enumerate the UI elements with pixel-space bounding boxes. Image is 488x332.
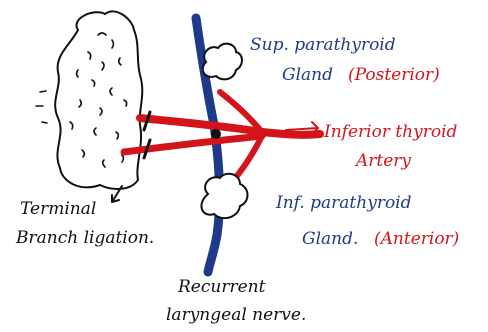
inferior-parathyroid-gland <box>201 174 247 218</box>
superior-parathyroid-gland <box>203 44 242 80</box>
label-inf-parathyroid-line1: Inf. parathyroid <box>275 193 412 213</box>
label-recurrent-line2: laryngeal nerve. <box>166 305 306 325</box>
label-inf-parathyroid-line2: Gland. <box>302 229 358 249</box>
thyroid-texture <box>36 33 127 167</box>
label-recurrent-line1: Recurrent <box>177 277 266 297</box>
thyroid-lobe <box>55 11 142 189</box>
label-sup-parathyroid-line3: (Posterior) <box>348 65 440 85</box>
label-inferior-thyroid-line1: Inferior thyroid <box>323 122 458 142</box>
label-sup-parathyroid-line2: Gland <box>282 65 333 85</box>
label-terminal-line2: Branch ligation. <box>15 228 154 248</box>
label-inf-parathyroid-line3: (Anterior) <box>374 229 459 249</box>
label-terminal-line1: Terminal <box>20 199 96 219</box>
label-sup-parathyroid-line1: Sup. parathyroid <box>250 35 396 55</box>
label-inferior-thyroid-line2: Artery <box>354 151 411 171</box>
